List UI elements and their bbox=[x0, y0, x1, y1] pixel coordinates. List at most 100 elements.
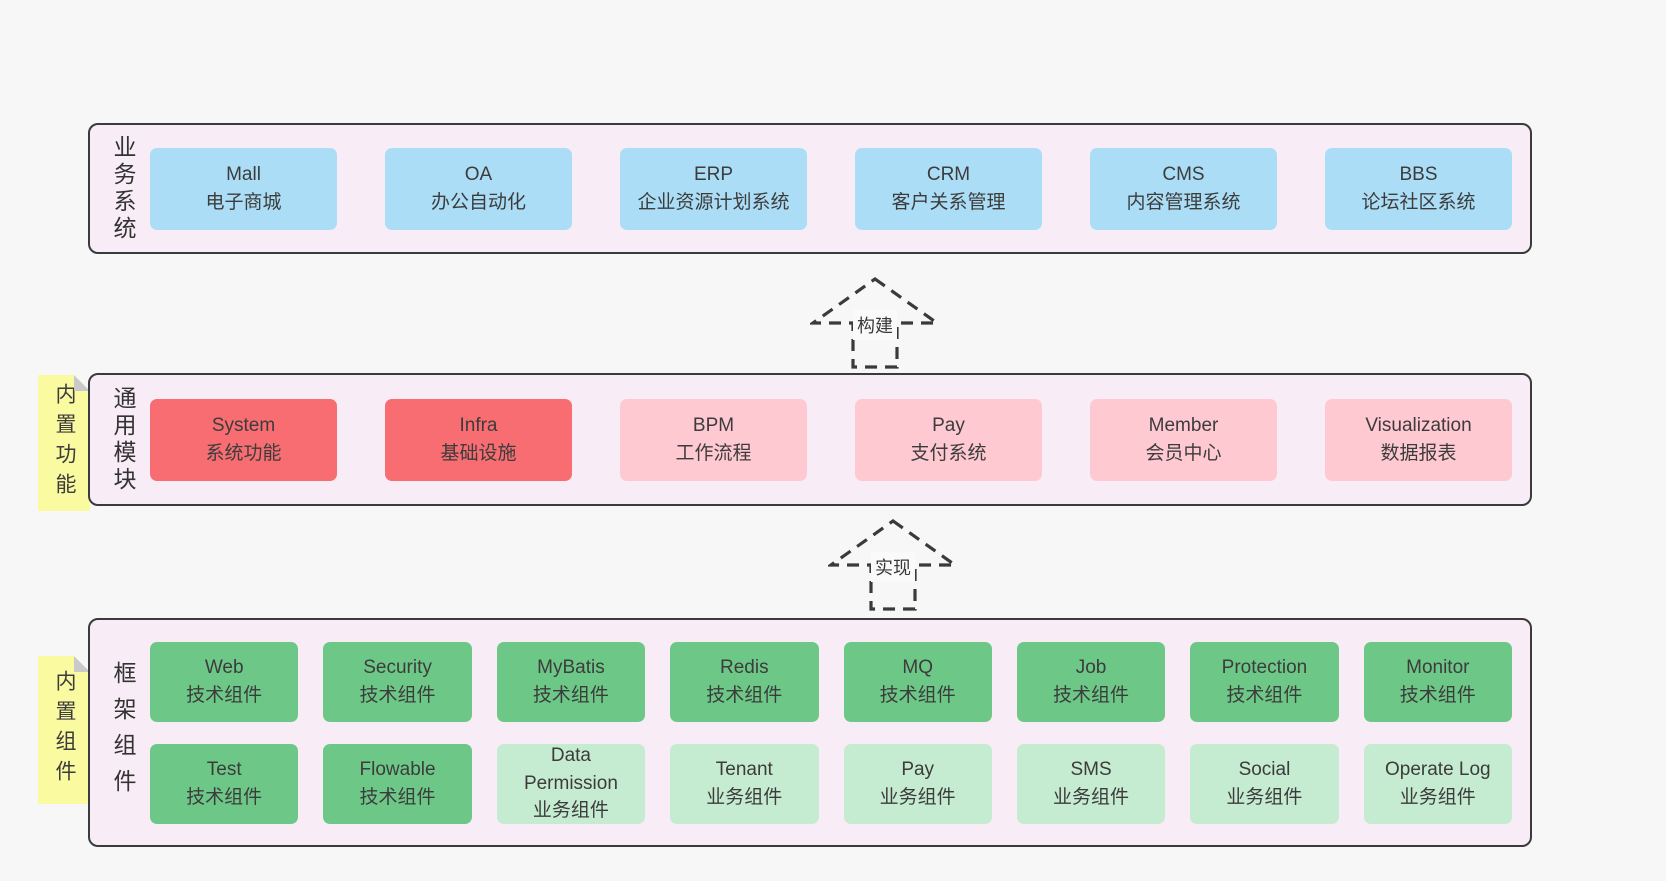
box-title: CMS bbox=[1162, 163, 1205, 185]
box-title: Mall bbox=[226, 163, 261, 185]
section-label-business: 业务系统 bbox=[110, 134, 136, 243]
box-operate-log: Operate Log 业务组件 bbox=[1363, 743, 1512, 824]
framework-row-1: Web 技术组件 Security 技术组件 MyBatis 技术组件 Redis 技术… bbox=[150, 641, 1512, 722]
build-arrow-label: 构建 bbox=[853, 310, 897, 340]
box-oa: OA 办公自动化 bbox=[385, 147, 572, 230]
box-title: Protection bbox=[1221, 656, 1308, 678]
box-title: Flowable bbox=[359, 758, 436, 780]
box-security: Security 技术组件 bbox=[323, 641, 472, 722]
box-redis: Redis 技术组件 bbox=[670, 641, 819, 722]
framework-row-2: Test 技术组件 Flowable 技术组件 Data Permission 业务组… bbox=[150, 743, 1512, 824]
box-subtitle: 技术组件 bbox=[1053, 684, 1130, 706]
modules-box-row: System 系统功能 Infra 基础设施 BPM 工作流程 Pay 支付系统 Mem… bbox=[150, 398, 1512, 481]
section-label-framework: 框架组件 bbox=[110, 660, 136, 805]
box-visualization: Visualization 数据报表 bbox=[1325, 398, 1512, 481]
box-web: Web 技术组件 bbox=[150, 641, 299, 722]
box-title: Data Permission bbox=[523, 745, 618, 794]
box-subtitle: 技术组件 bbox=[186, 786, 263, 808]
box-title: Pay bbox=[901, 758, 935, 780]
sticky-builtin-features-label: 内置功能 bbox=[53, 383, 76, 503]
box-title: Redis bbox=[720, 656, 769, 678]
box-subtitle: 会员中心 bbox=[1145, 442, 1222, 464]
box-subtitle: 内容管理系统 bbox=[1126, 191, 1241, 213]
box-subtitle: 技术组件 bbox=[359, 684, 436, 706]
box-subtitle: 技术组件 bbox=[1399, 684, 1476, 706]
box-social: Social 业务组件 bbox=[1190, 743, 1339, 824]
box-subtitle: 办公自动化 bbox=[430, 191, 526, 213]
sticky-builtin-components: 内置组件 bbox=[38, 656, 90, 804]
box-title: BPM bbox=[692, 414, 735, 436]
box-subtitle: 技术组件 bbox=[879, 684, 956, 706]
box-title: Monitor bbox=[1406, 656, 1470, 678]
sticky-builtin-components-label: 内置组件 bbox=[53, 670, 76, 790]
box-infra: Infra 基础设施 bbox=[385, 398, 572, 481]
box-subtitle: 业务组件 bbox=[706, 786, 783, 808]
sticky-builtin-features: 内置功能 bbox=[38, 375, 90, 511]
dashed-up-arrow-icon bbox=[810, 277, 940, 369]
box-title: System bbox=[211, 414, 276, 436]
box-subtitle: 工作流程 bbox=[675, 442, 752, 464]
box-cms: CMS 内容管理系统 bbox=[1090, 147, 1277, 230]
box-subtitle: 电子商城 bbox=[205, 191, 282, 213]
box-mall: Mall 电子商城 bbox=[150, 147, 337, 230]
box-sms: SMS 业务组件 bbox=[1016, 743, 1166, 824]
box-title: Member bbox=[1148, 414, 1219, 436]
box-subtitle: 论坛社区系统 bbox=[1361, 191, 1476, 213]
box-title: Job bbox=[1075, 656, 1107, 678]
box-subtitle: 技术组件 bbox=[359, 786, 436, 808]
box-subtitle: 技术组件 bbox=[1226, 684, 1303, 706]
box-subtitle: 客户关系管理 bbox=[891, 191, 1006, 213]
box-subtitle: 技术组件 bbox=[186, 684, 263, 706]
implement-arrow-label: 实现 bbox=[871, 552, 915, 582]
box-subtitle: 业务组件 bbox=[532, 800, 609, 822]
box-title: MyBatis bbox=[537, 656, 605, 678]
framework-box-rows: Web 技术组件 Security 技术组件 MyBatis 技术组件 Redis 技术… bbox=[150, 641, 1512, 824]
box-member: Member 会员中心 bbox=[1090, 398, 1277, 481]
box-title: BBS bbox=[1399, 163, 1438, 185]
box-monitor: Monitor 技术组件 bbox=[1363, 641, 1512, 722]
box-title: OA bbox=[464, 163, 493, 185]
box-subtitle: 业务组件 bbox=[1053, 786, 1130, 808]
box-subtitle: 系统功能 bbox=[205, 442, 282, 464]
box-subtitle: 企业资源计划系统 bbox=[637, 191, 790, 213]
box-title: Tenant bbox=[715, 758, 773, 780]
box-title: Test bbox=[206, 758, 242, 780]
box-protection: Protection 技术组件 bbox=[1190, 641, 1339, 722]
box-subtitle: 支付系统 bbox=[910, 442, 987, 464]
box-subtitle: 业务组件 bbox=[1226, 786, 1303, 808]
box-mq: MQ 技术组件 bbox=[843, 641, 992, 722]
box-title: ERP bbox=[693, 163, 734, 185]
box-title: SMS bbox=[1070, 758, 1112, 780]
box-subtitle: 业务组件 bbox=[1399, 786, 1476, 808]
box-test: Test 技术组件 bbox=[150, 743, 299, 824]
box-subtitle: 技术组件 bbox=[706, 684, 783, 706]
box-job: Job 技术组件 bbox=[1016, 641, 1166, 722]
box-system: System 系统功能 bbox=[150, 398, 337, 481]
box-subtitle: 技术组件 bbox=[532, 684, 609, 706]
box-subtitle: 数据报表 bbox=[1380, 442, 1457, 464]
box-title: Security bbox=[363, 656, 432, 678]
box-bbs: BBS 论坛社区系统 bbox=[1325, 147, 1512, 230]
box-flowable: Flowable 技术组件 bbox=[323, 743, 472, 824]
box-subtitle: 基础设施 bbox=[440, 442, 517, 464]
box-title: Infra bbox=[459, 414, 498, 436]
box-title: Web bbox=[204, 656, 244, 678]
box-title: Visualization bbox=[1365, 414, 1472, 436]
box-bpm: BPM 工作流程 bbox=[620, 398, 807, 481]
box-title: Operate Log bbox=[1384, 758, 1491, 780]
box-pay: Pay 支付系统 bbox=[855, 398, 1042, 481]
box-mybatis: MyBatis 技术组件 bbox=[496, 641, 646, 722]
box-title: Pay bbox=[932, 414, 965, 436]
box-data-permission: Data Permission 业务组件 bbox=[496, 743, 646, 824]
box-title: Social bbox=[1238, 758, 1291, 780]
box-title: MQ bbox=[902, 656, 933, 678]
box-erp: ERP 企业资源计划系统 bbox=[620, 147, 807, 230]
build-arrow: 构建 bbox=[810, 277, 940, 369]
framework-components-section: 框架组件 Web 技术组件 Security 技术组件 MyBatis 技术组件 Re… bbox=[88, 618, 1532, 847]
